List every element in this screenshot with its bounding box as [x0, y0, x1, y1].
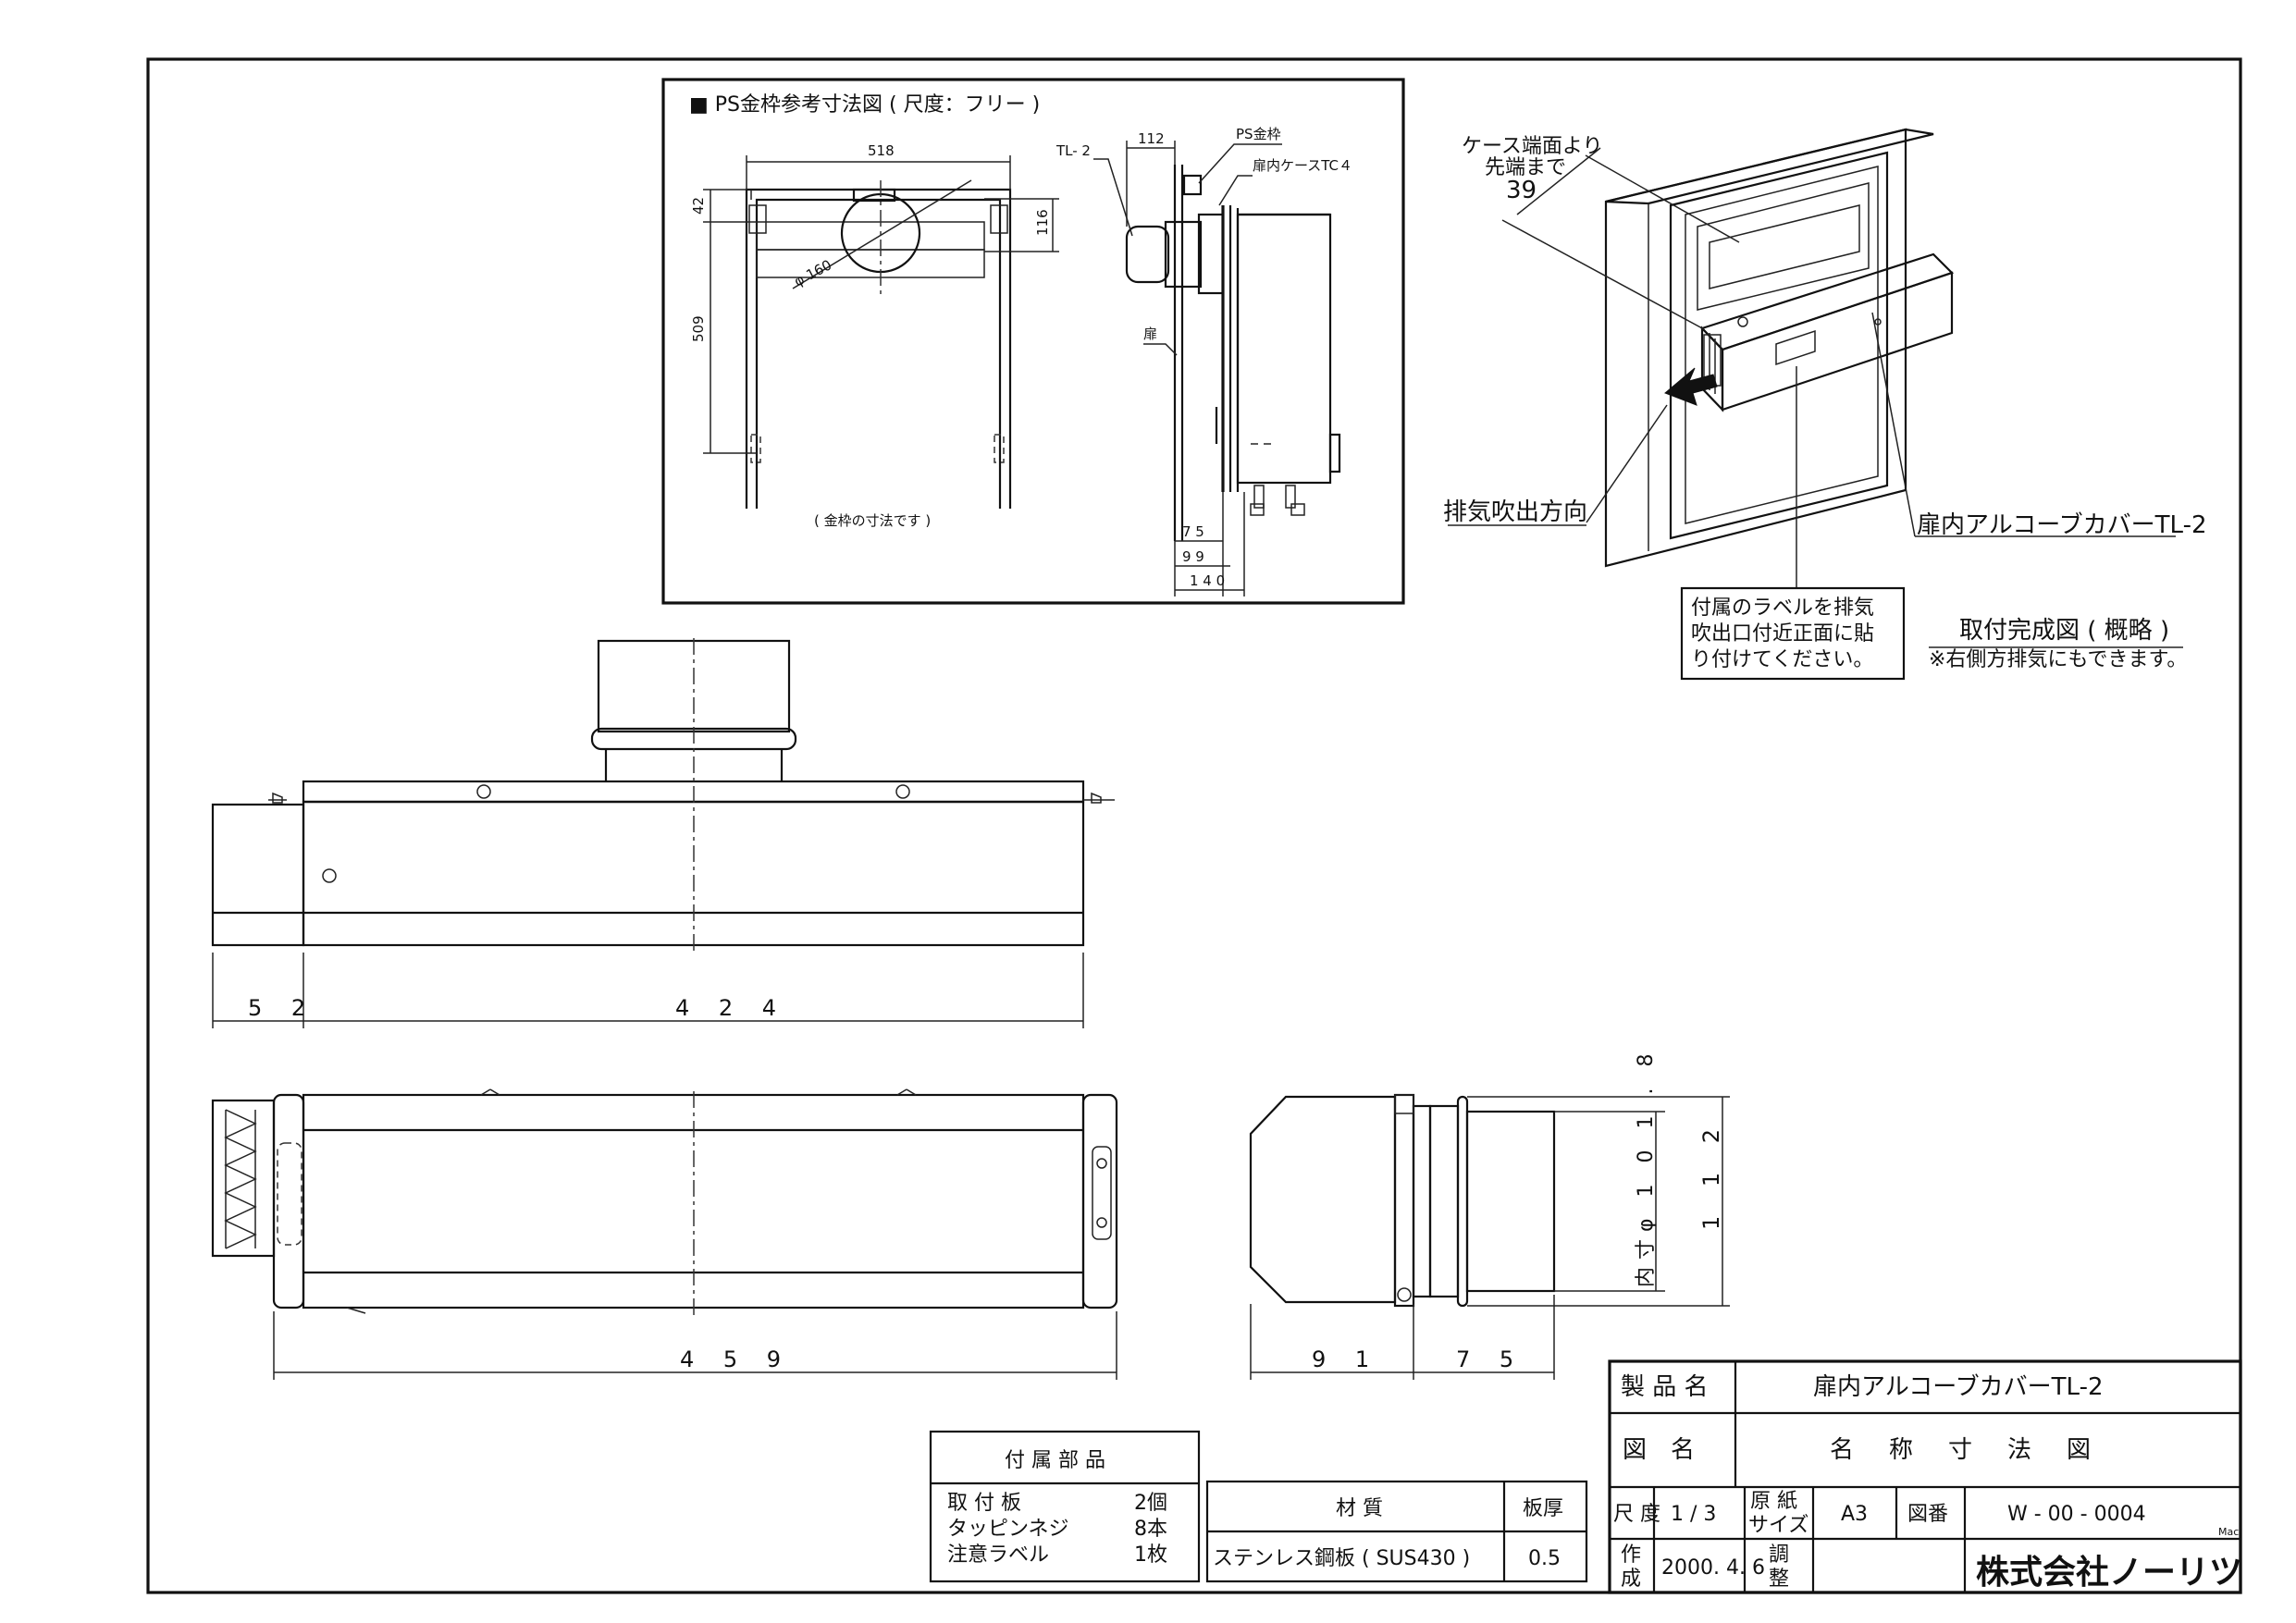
- number-value: W - 00 - 0004: [2007, 1503, 2146, 1526]
- thickness-header: 板厚: [1523, 1497, 1563, 1520]
- mac-label: Mac: [2218, 1526, 2239, 1538]
- dim-52-label: 5 2: [248, 995, 316, 1021]
- accessories-header: 付 属 部 品: [1005, 1449, 1105, 1472]
- isometric-installed-view: ケース端面より 先端まで 39 排気吹出方向 扉内アルコーブカバーTL-2 付属…: [1443, 128, 2207, 681]
- side-view: 内寸φ 1 0 1 . 8 1 1 2 9 1 7 5: [1249, 1047, 1730, 1380]
- company-name: 株式会社ノーリツ: [1976, 1554, 2242, 1592]
- dim-75-side-label: 7 5: [1456, 1346, 1524, 1372]
- label-tl2: TL- 2: [1055, 142, 1091, 159]
- exhaust-arrow-icon: [1664, 367, 1718, 406]
- dim-459-label: 4 5 9: [680, 1346, 792, 1372]
- dim-99-label: 9 9: [1182, 548, 1204, 565]
- complete-title: 取付完成図 ( 概略 ): [1959, 617, 2169, 645]
- drawing-label: 図 名: [1623, 1436, 1695, 1464]
- frame-note: ( 金枠の寸法です ): [814, 512, 931, 529]
- dim-75-inset-label: 7 5: [1182, 523, 1204, 540]
- accessory-name-2: タッピンネジ: [947, 1518, 1069, 1541]
- sticker-note-box: [1680, 586, 1906, 681]
- number-label: 図番: [1907, 1503, 1948, 1526]
- screw-icon: [895, 784, 910, 799]
- adjust-label-1: 調: [1769, 1543, 1789, 1567]
- dim-518-label: 518: [868, 142, 895, 159]
- paper-value: A3: [1841, 1503, 1868, 1526]
- dim-42-label: 42: [690, 197, 707, 215]
- label-cover-tl2: 扉内アルコーブカバーTL-2: [1917, 511, 2207, 539]
- accessory-qty-2: 8本: [1134, 1518, 1167, 1541]
- sticker-note-3: り付けてください。: [1691, 648, 1873, 671]
- dim-39-label: 39: [1506, 177, 1537, 204]
- drawing-border: [146, 57, 2242, 1594]
- accessory-qty-1: 2個: [1134, 1492, 1167, 1515]
- top-view: 4 5 9: [211, 1088, 1118, 1380]
- adjust-label-2: 整: [1769, 1568, 1789, 1591]
- complete-note: ※右側方排気にもできます。: [1929, 648, 2187, 671]
- dim-91-label: 9 1: [1312, 1346, 1380, 1372]
- created-label-2: 成: [1621, 1568, 1641, 1591]
- accessories-table: 付 属 部 品 取 付 板 2個 タッピンネジ 8本 注意ラベル 1枚: [929, 1430, 1201, 1583]
- label-exhaust-direction: 排気吹出方向: [1443, 498, 1587, 526]
- label-door-case: 扉内ケースTC４: [1253, 157, 1352, 174]
- ps-frame-side-sketch: TL- 2 112 PS金枠 扉内ケースTC４ 扉 7 5 9 9 1 4 0: [1055, 126, 1352, 596]
- scale-value: 1 / 3: [1671, 1503, 1716, 1526]
- dim-112-side-label: 1 1 2: [1698, 1118, 1724, 1230]
- dim-phi160-label: φ 160: [791, 256, 834, 289]
- front-view: 5 2 4 2 4: [211, 638, 1115, 1028]
- dim-112-label: 112: [1138, 130, 1165, 147]
- label-door: 扉: [1143, 326, 1157, 342]
- sticker-note-2: 吹出口付近正面に貼: [1691, 622, 1874, 646]
- created-date: 2000. 4. 6: [1661, 1556, 1765, 1580]
- paper-label-2: サイズ: [1748, 1514, 1808, 1537]
- note-case-end-2: 先端まで: [1485, 156, 1566, 179]
- ps-frame-inset: ■ PS金枠参考寸法図 ( 尺度：フリー ) 518 42: [661, 78, 1405, 605]
- screw-icon: [1397, 1287, 1412, 1302]
- scale-label: 尺 度: [1613, 1503, 1660, 1526]
- dim-424-label: 4 2 4: [675, 995, 787, 1021]
- sticker-note-1: 付属のラベルを排気: [1691, 596, 1874, 620]
- dim-140-label: 1 4 0: [1190, 572, 1225, 589]
- paper-label-1: 原 紙: [1750, 1490, 1797, 1513]
- material-table: 材 質 板厚 ステンレス鋼板 ( SUS430 ) 0.5: [1205, 1480, 1588, 1583]
- created-label-1: 作: [1621, 1543, 1641, 1567]
- accessory-name-1: 取 付 板: [947, 1492, 1021, 1515]
- note-case-end-1: ケース端面より: [1462, 135, 1602, 158]
- dim-116-label: 116: [1034, 209, 1051, 236]
- screw-icon: [322, 868, 337, 883]
- accessory-name-3: 注意ラベル: [947, 1543, 1049, 1567]
- inset-border: [661, 78, 1405, 605]
- inset-title: ■ PS金枠参考寸法図 ( 尺度：フリー ): [689, 93, 1040, 117]
- product-name: 扉内アルコーブカバーTL-2: [1813, 1373, 2104, 1401]
- dim-inner-diameter-label: 内寸φ 1 0 1 . 8: [1635, 1047, 1658, 1287]
- thickness-value: 0.5: [1528, 1547, 1561, 1570]
- product-label: 製 品 名: [1621, 1373, 1709, 1401]
- accessory-qty-3: 1枚: [1134, 1543, 1167, 1567]
- material-value: ステンレス鋼板 ( SUS430 ): [1213, 1547, 1470, 1570]
- label-ps-frame: PS金枠: [1236, 126, 1281, 142]
- title-block: 製 品 名 扉内アルコーブカバーTL-2 図 名 名 称 寸 法 図 尺 度 1…: [1608, 1359, 2242, 1594]
- ps-frame-front-sketch: 518 42 509 116 φ 160 ( 金枠の寸法です ): [690, 142, 1059, 529]
- dim-509-label: 509: [690, 315, 707, 342]
- material-header: 材 質: [1336, 1497, 1383, 1520]
- drawing-name: 名 称 寸 法 図: [1830, 1436, 2096, 1464]
- screw-icon: [476, 784, 491, 799]
